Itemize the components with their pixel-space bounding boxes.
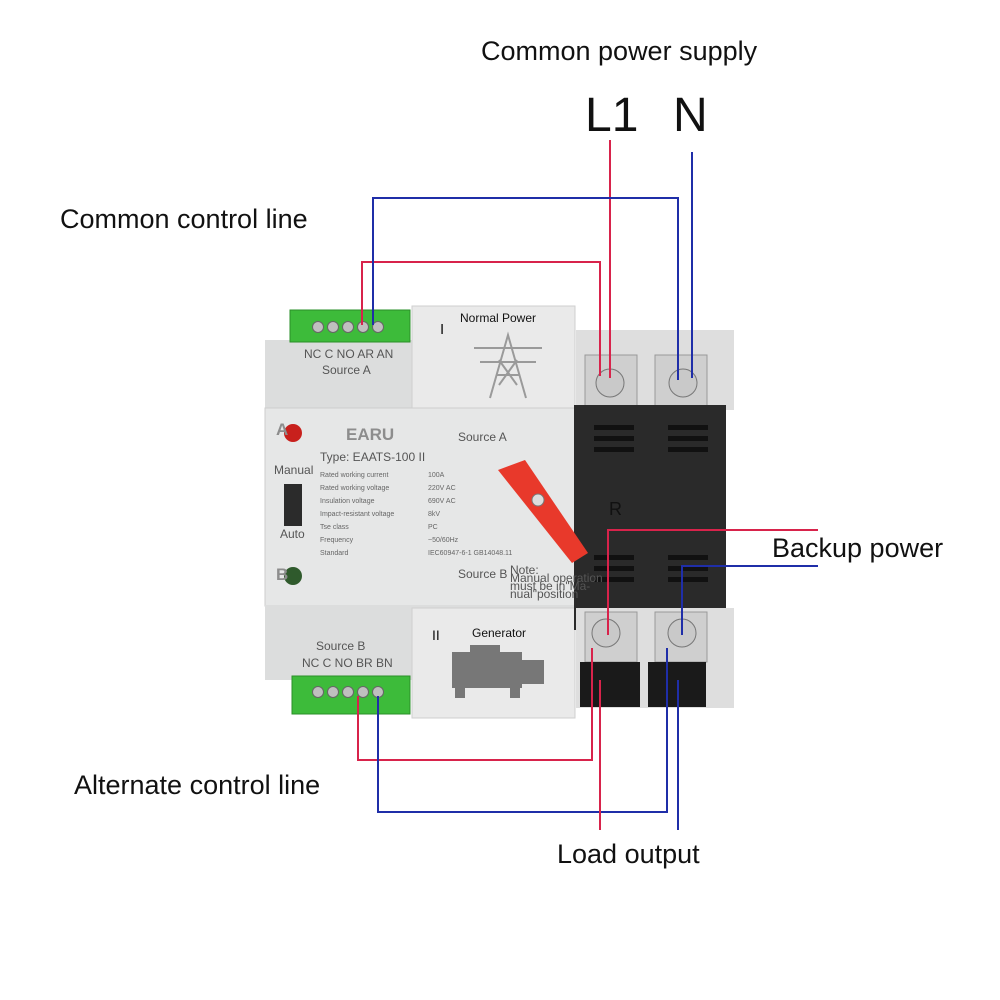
spec-key: Rated working voltage (320, 485, 389, 492)
note-line-1: Note: (510, 563, 539, 577)
device-labels: NC C NO AR AN Source A I Normal Power A … (274, 311, 622, 670)
common-power-label: Common power supply (481, 36, 758, 66)
spec-key: Tse class (320, 524, 349, 531)
brand-label: EARU (346, 425, 394, 444)
transfer-handle[interactable] (498, 460, 588, 563)
common-control-label: Common control line (60, 204, 308, 234)
l1-label: L1 (585, 89, 638, 142)
source-a-face-label: Source A (458, 430, 507, 444)
normal-power-number: I (440, 321, 444, 338)
backup-power-label: Backup power (772, 533, 943, 563)
a-mark: A (276, 420, 288, 439)
generator-icon (452, 645, 544, 698)
source-b-face-label: Source B (458, 567, 507, 581)
note-line-2: Manual operation (510, 571, 603, 585)
handle-pivot-icon (531, 493, 545, 507)
manual-label: Manual (274, 463, 313, 477)
spec-value: PC (428, 524, 438, 531)
wires (357, 140, 818, 830)
auto-label: Auto (280, 527, 305, 541)
generator-label: Generator (472, 626, 526, 640)
backup-l-screw-icon (591, 618, 621, 648)
n-screw-icon (668, 368, 698, 398)
spec-key: Frequency (320, 537, 354, 544)
type-label: Type: EAATS-100 II (320, 450, 425, 464)
terminals-bottom-label: NC C NO BR BN (302, 656, 393, 670)
alternate-control-label: Alternate control line (74, 770, 320, 800)
spec-key: Standard (320, 550, 349, 557)
spec-key: Rated working current (320, 472, 389, 479)
terminals-top-label: NC C NO AR AN (304, 347, 393, 361)
spec-value: 690V AC (428, 498, 456, 505)
note-line-4: nual"position (510, 587, 578, 601)
b-mark: B (276, 565, 288, 584)
spec-key: Insulation voltage (320, 498, 375, 505)
note-line-3: must be in"Ma- (510, 579, 590, 593)
source-a-indicator-icon (284, 424, 302, 442)
source-a-top-label: Source A (322, 363, 371, 377)
ats-device (264, 305, 734, 719)
normal-power-label: Normal Power (460, 311, 536, 325)
backup-power-blue-wire (681, 565, 818, 635)
spec-key: Impact-resistant voltage (320, 511, 394, 518)
black-terminal-cover (574, 405, 726, 630)
r-mark: R (609, 499, 622, 519)
source-b-bottom-label: Source B (316, 639, 365, 653)
common-control-blue-wire (372, 197, 679, 380)
n-label: N (673, 89, 708, 142)
generator-number: II (432, 627, 440, 643)
spec-value: 100A (428, 472, 445, 479)
spec-value: ~50/60Hz (428, 537, 459, 544)
pylon-icon (474, 331, 542, 399)
spec-value: 8kV (428, 511, 440, 518)
backup-power-red-wire (607, 529, 818, 635)
load-output-label: Load output (557, 839, 700, 869)
common-control-red-wire (361, 261, 601, 376)
spec-value: 220V AC (428, 485, 456, 492)
alternate-control-blue-wire (377, 648, 668, 813)
source-b-indicator-icon (284, 567, 302, 585)
normal-power-panel (411, 305, 576, 411)
alternate-control-red-wire (357, 648, 593, 761)
manual-auto-switch[interactable] (284, 484, 302, 526)
spec-value: IEC60947-6-1 GB14048.11 (428, 550, 512, 557)
